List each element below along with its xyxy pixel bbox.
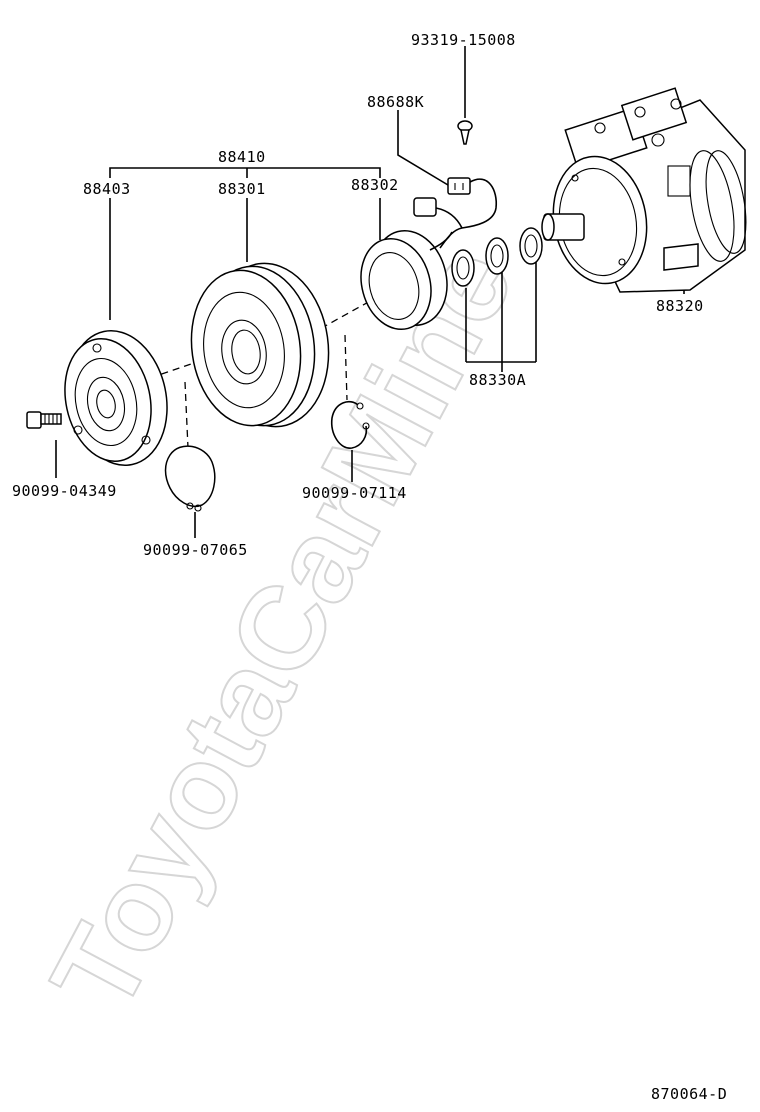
label-88410: 88410 xyxy=(218,148,266,166)
clutch-hub-plate-drawing xyxy=(64,329,168,467)
label-88688k: 88688K xyxy=(367,93,424,111)
screw-drawing xyxy=(457,120,473,145)
label-88403: 88403 xyxy=(83,180,131,198)
shims-88330a-drawing xyxy=(451,227,543,287)
label-88320: 88320 xyxy=(656,297,704,315)
label-88330a: 88330A xyxy=(469,371,526,389)
label-88302: 88302 xyxy=(351,176,399,194)
wire-harness-drawing xyxy=(413,177,497,249)
bolt-drawing xyxy=(26,411,62,429)
shim-drawing xyxy=(164,445,216,512)
snap-ring-drawing xyxy=(330,401,370,449)
label-90099-07114: 90099-07114 xyxy=(302,484,407,502)
label-90099-07065: 90099-07065 xyxy=(143,541,248,559)
label-90099-04349: 90099-04349 xyxy=(12,482,117,500)
stator-coil-drawing xyxy=(360,229,453,331)
pulley-drawing xyxy=(190,262,330,428)
diagram-code: 870064-D xyxy=(651,1085,727,1103)
compressor-drawing xyxy=(541,87,747,293)
label-88301: 88301 xyxy=(218,180,266,198)
label-93319-15008: 93319-15008 xyxy=(411,31,516,49)
leader-lines xyxy=(55,46,685,538)
